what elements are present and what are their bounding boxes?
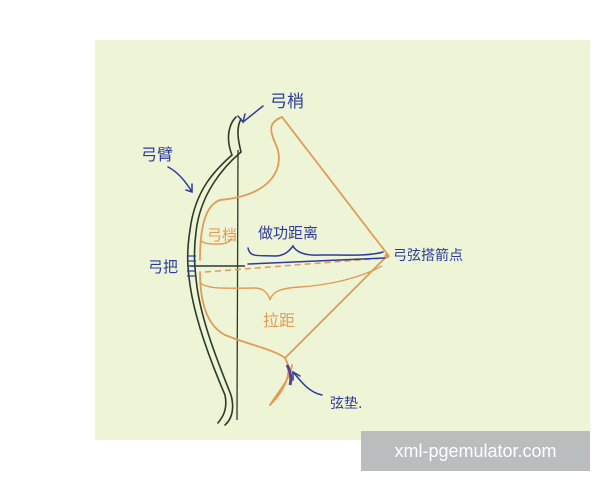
draw-length-label: 拉距	[263, 311, 295, 330]
bow-tip-label: 弓梢	[270, 92, 304, 112]
bow-string	[236, 149, 239, 421]
grip-hatch	[187, 255, 196, 277]
nocking-point-label: 弓弦搭箭点	[393, 247, 463, 264]
string-pad-mark	[285, 364, 293, 386]
string-pad-label: 弦垫.	[330, 396, 362, 412]
bow-string-shoulder-label: 弓档	[207, 226, 237, 244]
shoulder-bracket	[199, 237, 233, 245]
watermark-text: xml-pgemulator.com	[394, 440, 557, 461]
bow-limb	[186, 116, 242, 426]
label-arrows	[167, 105, 323, 396]
bow-grip-label: 弓把	[148, 258, 178, 276]
work-distance-label: 做功距离	[258, 224, 318, 242]
nocking-point-dot	[384, 253, 390, 259]
watermark-banner: xml-pgemulator.com	[361, 431, 590, 471]
draw-length-brace	[199, 265, 383, 301]
work-distance-bracket	[247, 244, 386, 265]
draw-length-line	[204, 257, 386, 273]
bow-arm-label: 弓臂	[141, 145, 173, 164]
paper-background	[95, 40, 590, 440]
